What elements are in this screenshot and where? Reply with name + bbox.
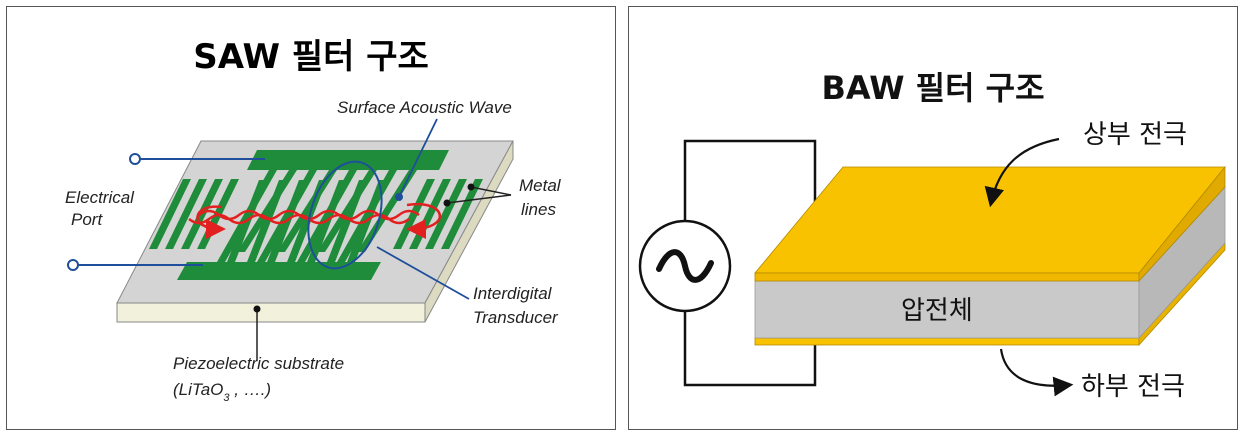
saw-panel: SAW 필터 구조 [6, 6, 616, 430]
circuit-wire-top [683, 139, 817, 221]
idt-highlight-ellipse [307, 160, 383, 270]
circuit-wire-bottom [683, 311, 817, 387]
top-electrode-front [754, 272, 1140, 282]
saw-title: SAW 필터 구조 [193, 37, 429, 77]
pointer-dot-metal-1 [467, 183, 475, 191]
label-piezo: 압전체 [901, 296, 973, 326]
port-terminal-top [129, 153, 141, 165]
arrow-bottom-electrode [999, 348, 1074, 397]
ac-source-icon [656, 249, 714, 283]
bus-bar-bottom [177, 262, 381, 280]
pointer-dot-substrate [253, 305, 261, 313]
substrate-side [424, 140, 514, 323]
substrate-front [116, 302, 426, 323]
baw-diagram: 상부 전극 압전체 하부 전극 [638, 120, 1226, 402]
label-interdigital: Interdigital [473, 284, 553, 303]
label-transducer: Transducer [473, 308, 559, 327]
label-electrical: Electrical [65, 188, 135, 207]
wave-arrow-left [196, 205, 226, 239]
label-port: Port [71, 210, 103, 229]
saw-diagram: Surface Acoustic Wave Electrical Port Me… [65, 98, 562, 404]
label-substrate: Piezoelectric substrate [173, 354, 344, 373]
arrow-top-electrode [984, 137, 1060, 208]
wave-arrow-right [406, 202, 442, 239]
label-substrate-formula: (LiTaO3 , ….) [173, 380, 271, 404]
pointer-dot-surface-wave [395, 193, 403, 201]
pointer-interdigital [376, 246, 470, 300]
pointer-metal-line-1 [470, 186, 512, 196]
bus-bar-top [247, 150, 449, 170]
label-lines: lines [521, 200, 556, 219]
label-bottom-electrode: 하부 전극 [1081, 372, 1185, 402]
port-terminal-bottom [67, 259, 79, 271]
top-electrode-side [1138, 165, 1226, 283]
baw-title: BAW 필터 구조 [821, 69, 1045, 107]
label-surface-acoustic-wave: Surface Acoustic Wave [337, 98, 512, 117]
bottom-electrode-front [754, 337, 1140, 346]
label-metal: Metal [519, 176, 562, 195]
pointer-dot-metal-2 [443, 199, 451, 207]
surface-acoustic-wave-2 [188, 213, 410, 225]
baw-panel: BAW 필터 구조 상부 전극 압전체 하부 전극 [628, 6, 1238, 430]
pointer-surface-wave [398, 118, 438, 198]
label-top-electrode: 상부 전극 [1083, 120, 1187, 150]
pointer-metal-line-2 [446, 194, 512, 204]
